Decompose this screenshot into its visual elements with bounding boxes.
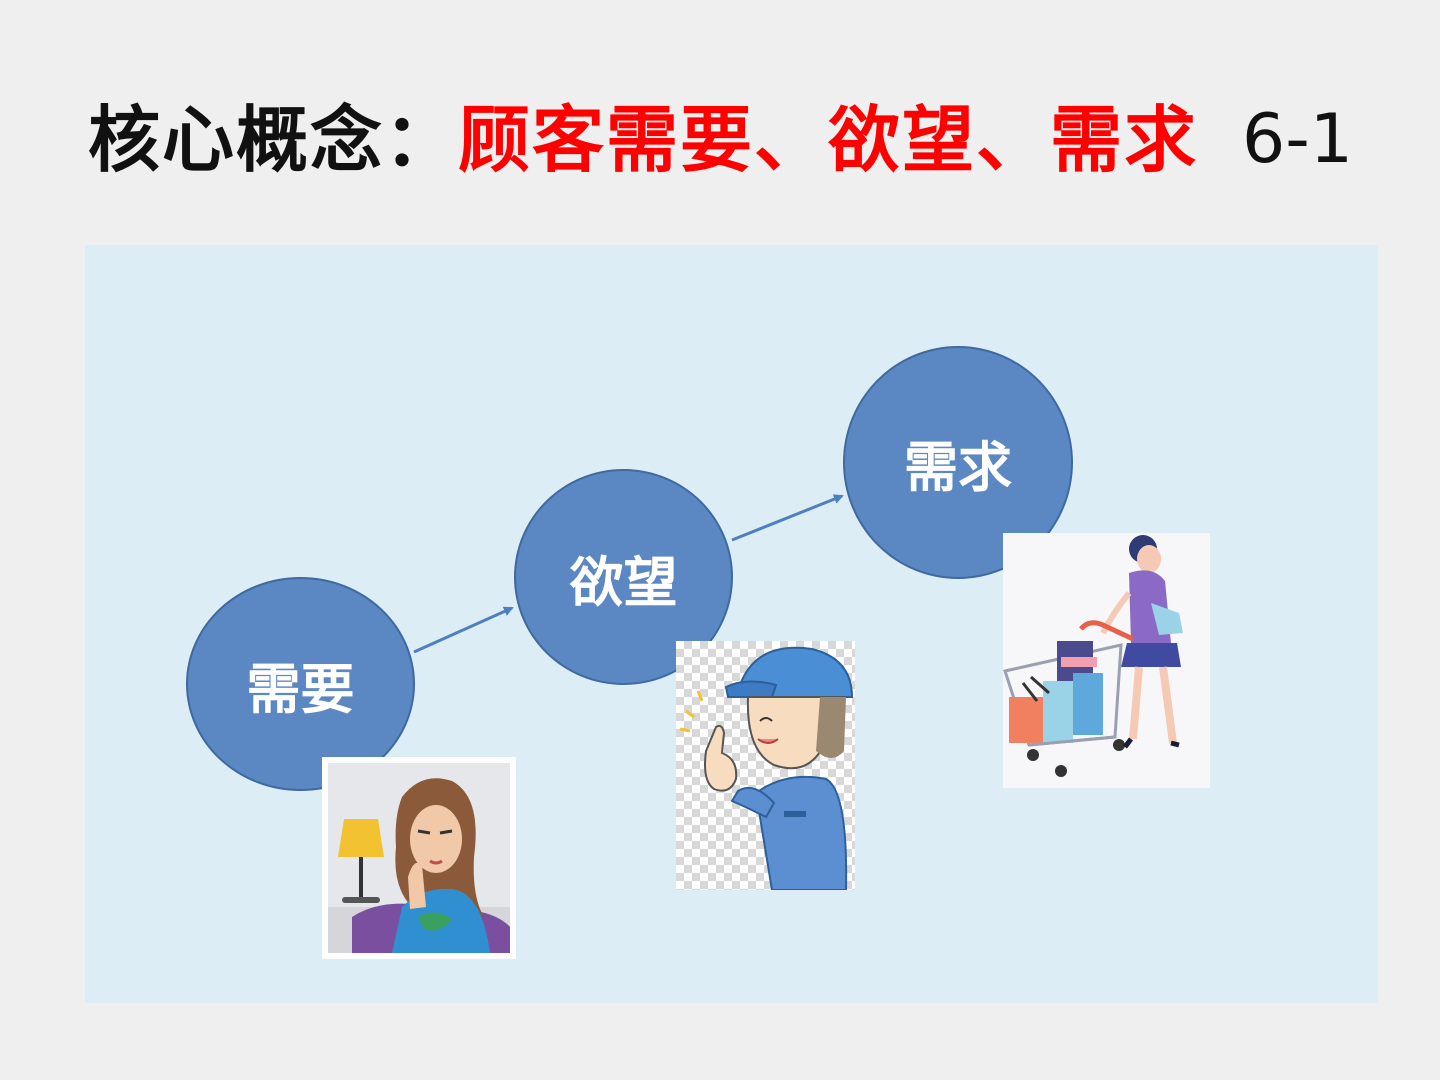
title-highlight: 顾客需要、欲望、需求 (458, 98, 1199, 182)
stage-demand-label: 需求 (904, 436, 1012, 499)
arrow-want-to-demand (731, 494, 844, 542)
slide-number: 6-1 (1242, 100, 1354, 179)
stage-need-label: 需要 (246, 657, 355, 721)
slide-title: 核心概念：顾客需要、欲望、需求 (88, 92, 1198, 188)
worker-pointing-icon (676, 641, 855, 891)
stage-want-label: 欲望 (569, 550, 678, 614)
woman-shopping-cart-icon (1003, 533, 1210, 788)
stage-need-circle: 需要 (186, 577, 415, 791)
pensive-woman-icon (322, 757, 516, 959)
arrow-need-to-want (413, 606, 514, 654)
title-prefix: 核心概念： (88, 98, 459, 182)
